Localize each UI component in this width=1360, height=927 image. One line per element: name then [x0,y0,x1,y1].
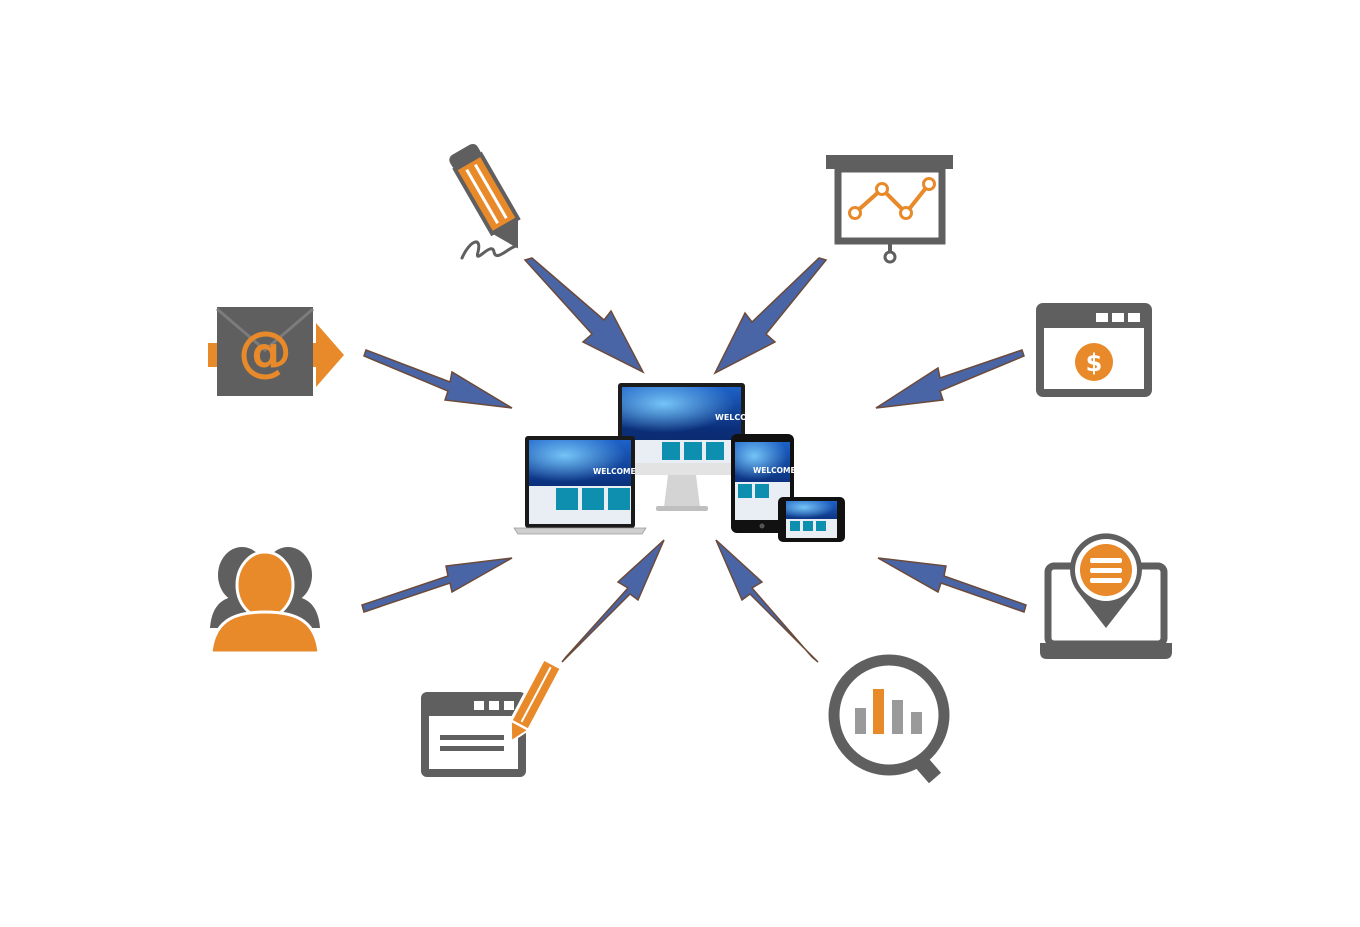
magnifier-bar-chart-icon [828,654,950,784]
desktop-monitor-icon: WELCOME [618,383,760,511]
phone-device-icon [778,497,845,542]
svg-text:@: @ [238,320,292,383]
arrow-location-to-hub [877,557,1027,613]
presentation-chart-icon [826,155,953,264]
laptop-location-pin-icon [1040,533,1172,659]
tablet-welcome-text: WELCOME [753,466,796,475]
laptop-device-icon: WELCOME [513,436,647,535]
laptop-welcome-text: WELCOME [593,467,636,476]
pen-icon [449,143,521,260]
svg-text:$: $ [1086,349,1103,377]
browser-pencil-icon [421,656,564,777]
arrow-email-to-hub [363,349,513,409]
responsive-devices-hub: WELCOME WELCOME WELCOME [513,383,845,542]
email-at-icon: @ [208,307,344,396]
arrows-layer [361,257,1027,663]
arrow-research-to-hub [715,539,819,663]
arrow-pen-to-hub [523,257,645,374]
arrow-users-to-hub [361,557,513,613]
desktop-welcome-text: WELCOME [715,413,760,422]
users-icon [209,547,321,655]
browser-dollar-icon: $ [1036,303,1152,397]
arrow-editor-to-hub [561,539,665,663]
arrow-presentation-to-hub [713,257,828,375]
arrow-payment-to-hub [875,349,1025,409]
